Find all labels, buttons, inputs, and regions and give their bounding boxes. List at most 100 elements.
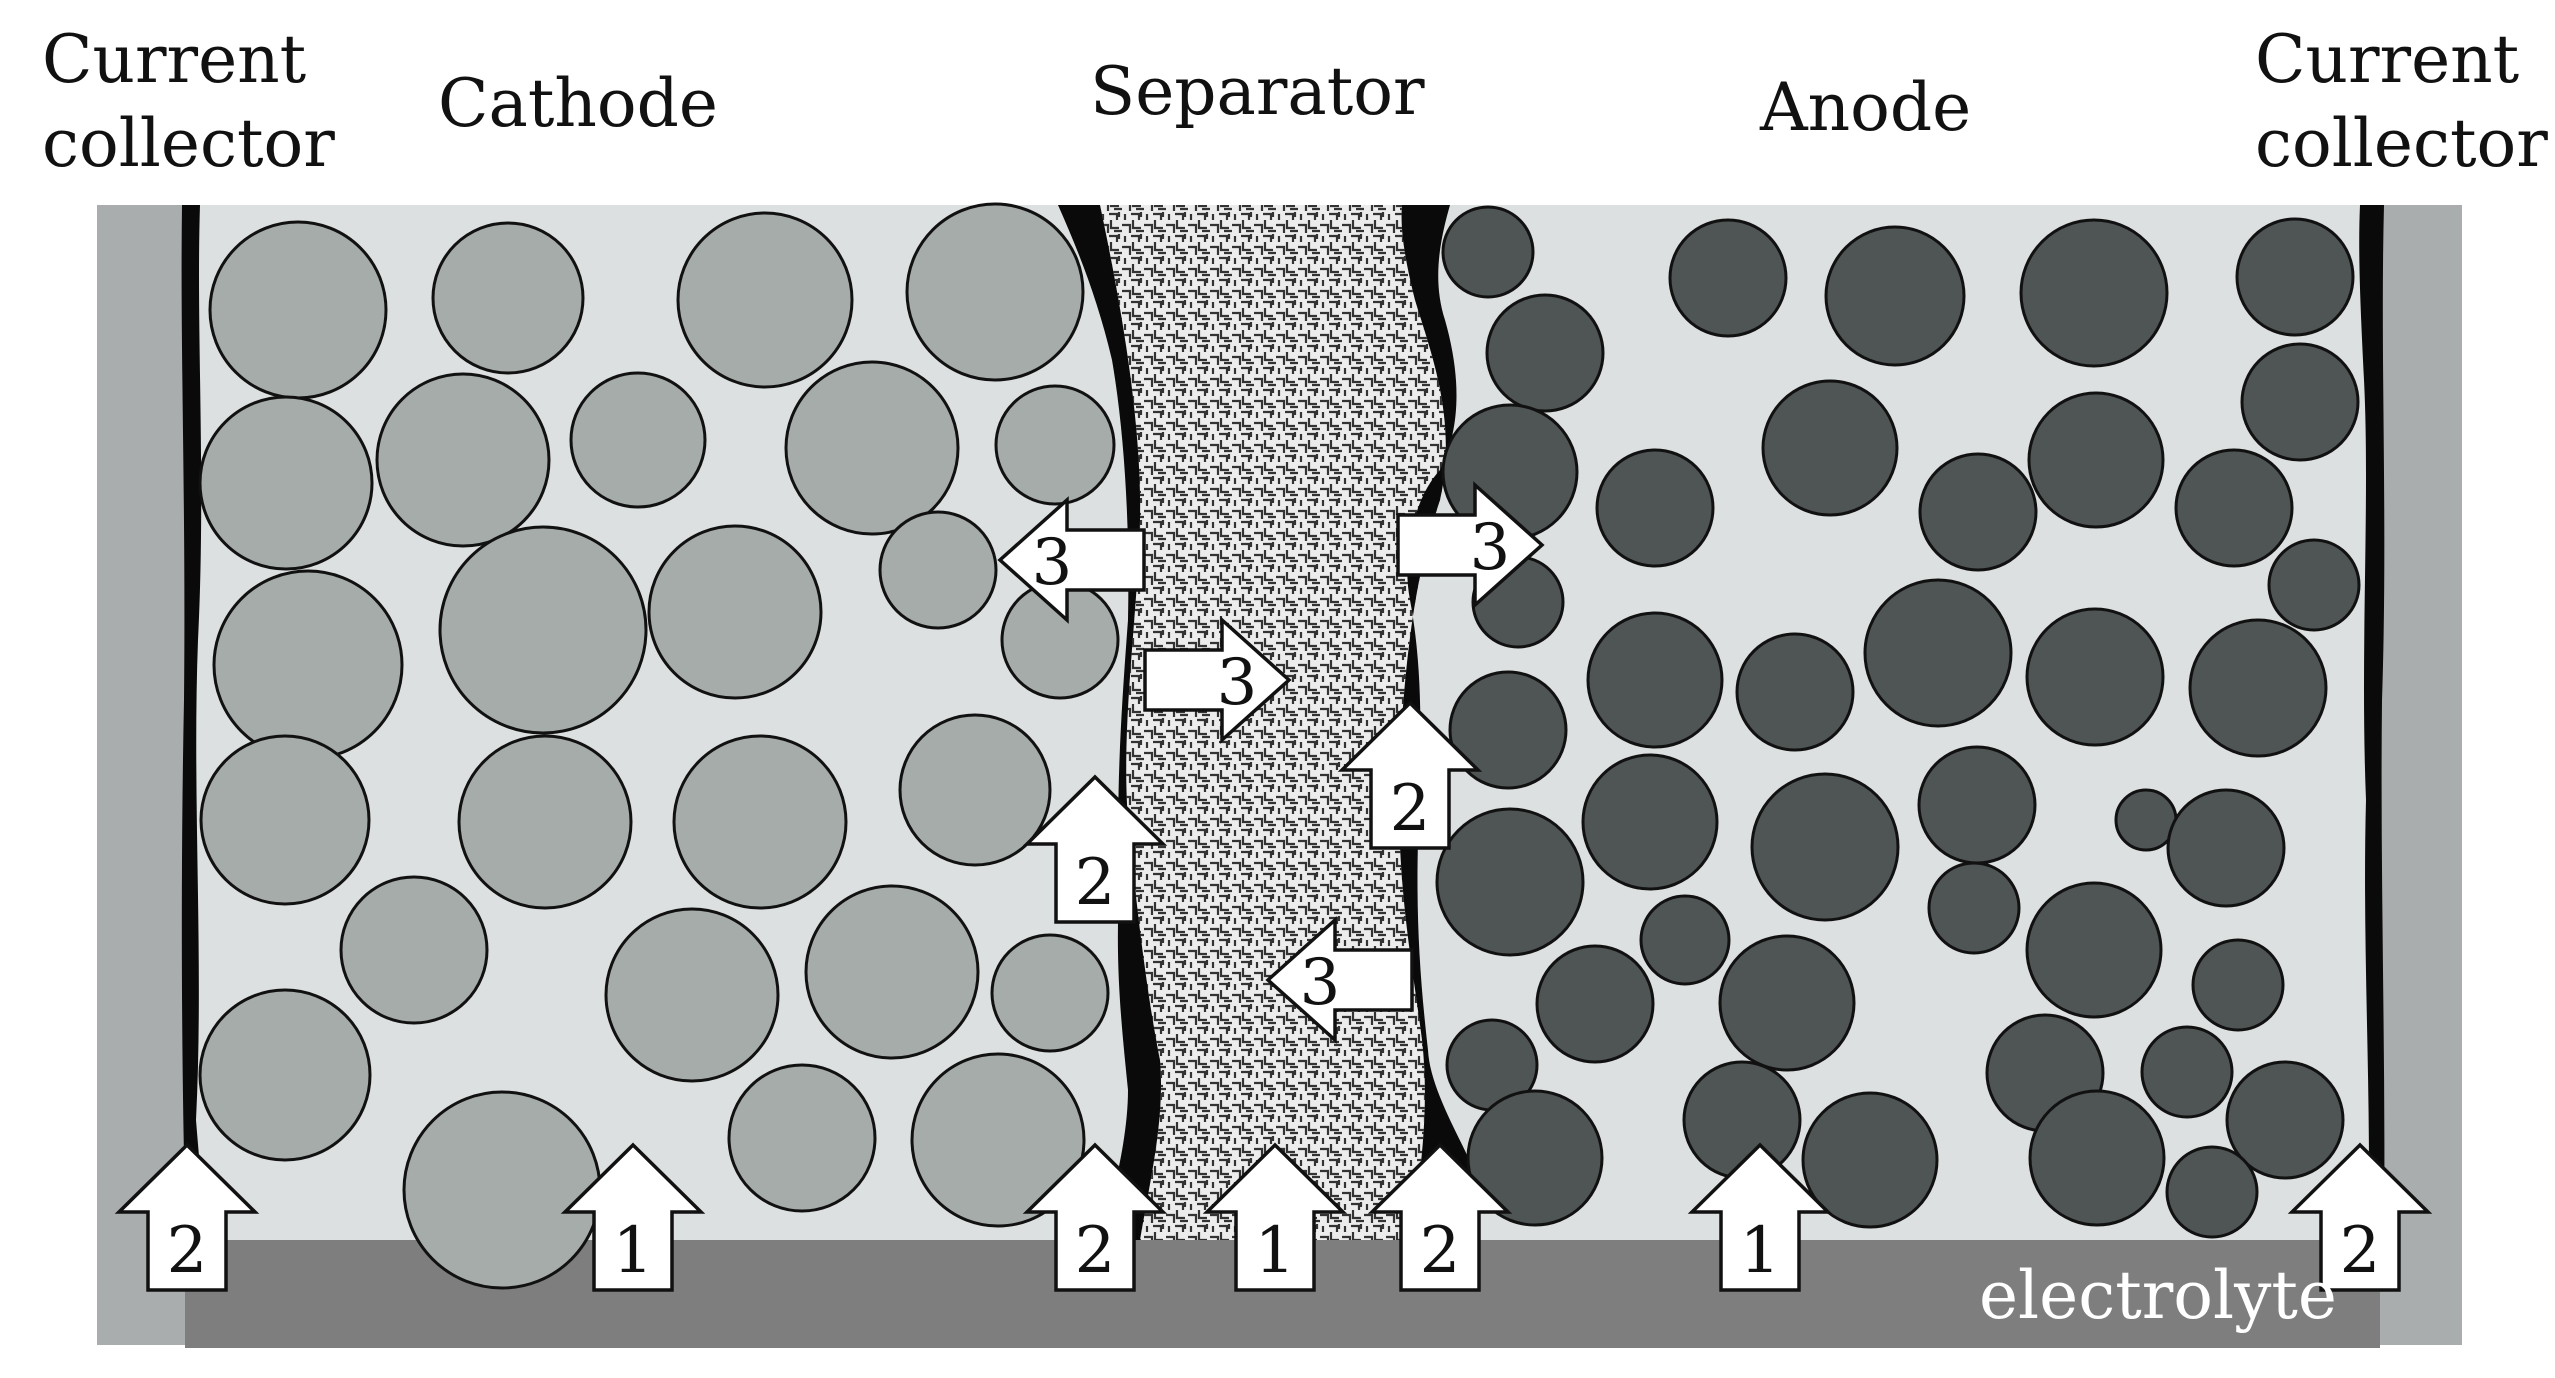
anode-particle-18 [2025, 607, 2165, 747]
arrow-2-anode-sei-mid: 2 [1337, 700, 1483, 850]
arrow-2-right-collector: 2 [2287, 1142, 2433, 1292]
cathode-particle-19 [339, 875, 489, 1025]
arrow-3-cathode-out-shape [997, 496, 1146, 624]
arrow-2-cathode-sei-bottom-shape [1022, 1142, 1168, 1292]
anode-particle-12 [2174, 448, 2294, 568]
arrow-2-anode-sei-bottom: 2 [1367, 1142, 1513, 1292]
anode-particle-33 [2191, 938, 2285, 1032]
anode-particle-26 [2166, 788, 2286, 908]
current-collector-left-plate [97, 205, 185, 1345]
anode-particle-1 [1441, 205, 1535, 299]
cathode-particle-9 [994, 384, 1116, 506]
cathode-particle-11 [438, 525, 648, 735]
cathode-particle-22 [990, 933, 1110, 1053]
anode-particle-22 [1581, 753, 1719, 891]
arrow-3-cathode-out: 3 [997, 496, 1146, 624]
cathode-particle-5 [198, 395, 374, 571]
current-collector-right-line2: collector [2255, 105, 2548, 183]
arrow-3-separator-right-label: 3 [1217, 646, 1258, 720]
arrow-2-cathode-sei-mid-shape [1022, 774, 1168, 924]
arrow-3-anode-in-shape [1396, 481, 1545, 609]
anode-particle-2 [1485, 293, 1605, 413]
arrow-3-separator-right: 3 [1143, 616, 1292, 744]
arrow-2-anode-sei-bottom-shape [1367, 1142, 1513, 1292]
cathode-particle-12 [647, 524, 823, 700]
anode-particle-27 [1435, 807, 1585, 957]
anode-particle-15 [1586, 611, 1724, 749]
anode-particle-23 [1750, 772, 1900, 922]
arrow-3-separator-left: 3 [1265, 916, 1414, 1044]
cathode-particle-13 [878, 510, 998, 630]
arrow-2-cathode-sei-mid-label: 2 [1075, 846, 1116, 920]
anode-particle-8 [1595, 448, 1715, 568]
arrow-1-separator: 1 [1202, 1142, 1348, 1292]
anode-particle-10 [1918, 452, 2038, 572]
arrow-1-separator-shape [1202, 1142, 1348, 1292]
cathode-particle-23 [198, 988, 372, 1162]
electrolyte-label: electrolyte [1979, 1257, 2337, 1334]
anode-particle-31 [1927, 861, 2021, 955]
arrow-1-anode: 1 [1687, 1142, 1833, 1292]
cathode-particles [198, 202, 1120, 1290]
arrow-2-cathode-sei-bottom: 2 [1022, 1142, 1168, 1292]
arrow-1-anode-label: 1 [1740, 1214, 1781, 1288]
cathode-particle-2 [431, 221, 585, 375]
arrow-3-separator-left-shape [1265, 916, 1414, 1044]
cathode-particle-26 [910, 1052, 1086, 1228]
anode-particle-4 [1824, 225, 1966, 367]
arrow-1-cathode: 1 [560, 1142, 706, 1292]
arrow-2-left-collector-shape [114, 1142, 260, 1292]
current-collector-right-label: Current collector [2255, 18, 2548, 187]
anode-particle-20 [2267, 538, 2361, 632]
anode-particle-21 [1448, 670, 1568, 790]
arrow-2-right-collector-shape [2287, 1142, 2433, 1292]
anode-particle-24 [1917, 745, 2037, 865]
anode-particle-37 [1801, 1091, 1939, 1229]
anode-particle-40 [2140, 1025, 2234, 1119]
anode-particle-9 [1761, 379, 1899, 517]
anode-particles [1435, 205, 2361, 1239]
arrow-2-left-collector-label: 2 [167, 1214, 208, 1288]
arrow-1-anode-shape [1687, 1142, 1833, 1292]
anode-particle-5 [2019, 218, 2169, 368]
cathode-particle-1 [208, 220, 388, 400]
cathode-particle-15 [199, 734, 371, 906]
current-collector-left-label: Current collector [42, 18, 335, 187]
anode-particle-3 [1668, 218, 1788, 338]
arrow-3-anode-in-label: 3 [1470, 511, 1511, 585]
arrow-2-cathode-sei-mid: 2 [1022, 774, 1168, 924]
arrow-2-cathode-sei-bottom-label: 2 [1075, 1214, 1116, 1288]
cathode-particle-16 [457, 734, 633, 910]
anode-particle-6 [2235, 217, 2355, 337]
arrow-2-left-collector: 2 [114, 1142, 260, 1292]
arrow-2-anode-sei-mid-label: 2 [1390, 772, 1431, 846]
cathode-particle-7 [569, 371, 707, 509]
arrow-2-anode-sei-bottom-label: 2 [1420, 1214, 1461, 1288]
anode-particle-39 [2028, 1089, 2166, 1227]
arrow-1-separator-label: 1 [1255, 1214, 1296, 1288]
anode-particle-30 [1718, 934, 1856, 1072]
cathode-particle-8 [784, 360, 960, 536]
anode-particle-19 [2188, 618, 2328, 758]
cathode-particle-3 [676, 211, 854, 389]
anode-particle-29 [1535, 944, 1655, 1064]
arrow-1-cathode-shape [560, 1142, 706, 1292]
anode-particle-42 [2165, 1145, 2259, 1239]
current-collector-left-line1: Current [42, 21, 307, 98]
arrow-3-separator-right-shape [1143, 616, 1292, 744]
anode-particle-11 [2027, 391, 2165, 529]
cathode-particle-21 [804, 884, 980, 1060]
sei-layer-anode-separator [1399, 205, 1476, 1240]
anode-particle-35 [1466, 1089, 1604, 1227]
cathode-particle-17 [672, 734, 848, 910]
arrow-3-separator-left-label: 3 [1300, 946, 1341, 1020]
anode-particle-16 [1735, 632, 1855, 752]
current-collector-left-line2: collector [42, 105, 335, 183]
cathode-particle-24 [402, 1090, 602, 1290]
cathode-label: Cathode [438, 65, 718, 142]
cathode-particle-25 [727, 1063, 877, 1213]
arrow-2-right-collector-label: 2 [2340, 1214, 2381, 1288]
sei-layer-right-collector [2359, 205, 2385, 1240]
